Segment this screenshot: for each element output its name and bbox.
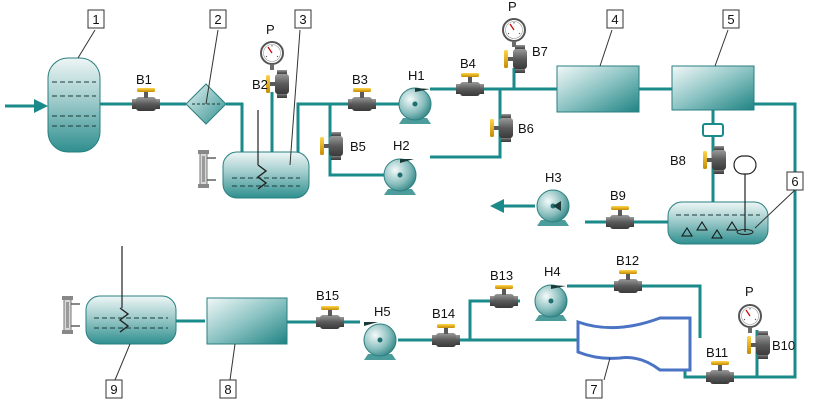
label-b15: В15 — [316, 288, 339, 303]
leader-4 — [599, 29, 613, 67]
pump-h4 — [534, 284, 568, 322]
label-b2: В2 — [252, 77, 268, 92]
number-3: 3 — [299, 12, 306, 27]
tank-6 — [667, 155, 796, 245]
number-1: 1 — [92, 12, 99, 27]
valve-b3 — [348, 88, 376, 111]
valve-b1 — [132, 88, 160, 111]
valve-b10 — [747, 331, 770, 359]
label-h2: Н2 — [393, 138, 410, 153]
gauge-b10 — [738, 304, 762, 334]
number-4: 4 — [611, 12, 618, 27]
label-b10: В10 — [772, 338, 795, 353]
gauge-b7-label: Р — [508, 0, 517, 14]
pipe-b5-h2 — [328, 104, 384, 177]
label-b1: В1 — [136, 72, 152, 87]
valve-b4 — [456, 73, 484, 96]
pipe-filter-tank3 — [226, 102, 244, 155]
number-6: 6 — [791, 174, 798, 189]
label-h4: Н4 — [544, 264, 561, 279]
valve-b7 — [504, 45, 527, 73]
label-b14: В14 — [432, 306, 455, 321]
leader-8 — [229, 343, 236, 381]
unit-4 — [556, 65, 640, 113]
tank-3 — [197, 29, 310, 199]
ejector-7 — [576, 316, 692, 381]
number-8: 8 — [224, 382, 231, 397]
label-b8: В8 — [670, 153, 686, 168]
label-b11: В11 — [706, 345, 728, 360]
number-7: 7 — [590, 382, 597, 397]
inlet-arrow-icon — [34, 99, 48, 113]
pipe-box5-right-loop — [746, 102, 797, 379]
pump-h5 — [363, 322, 397, 361]
gauge-b10-label: Р — [745, 284, 754, 299]
label-b9: В9 — [610, 188, 626, 203]
filter-2 — [185, 29, 227, 125]
valve-b11 — [706, 361, 734, 384]
valve-b12 — [614, 270, 642, 293]
number-2: 2 — [214, 12, 221, 27]
valve-b14 — [432, 324, 460, 347]
pipe-tank3-h1 — [296, 102, 400, 155]
pump-h3 — [536, 189, 570, 227]
valve-b8 — [703, 146, 726, 174]
number-boxes: 1 2 3 4 5 6 7 8 9 — [87, 9, 804, 399]
valve-b15 — [316, 306, 344, 329]
valve-b2 — [266, 70, 289, 98]
label-h3: Н3 — [545, 170, 562, 185]
number-9: 9 — [110, 382, 117, 397]
label-b6: В6 — [518, 121, 534, 136]
label-h5: Н5 — [374, 304, 391, 319]
pipe-h4-b12 — [567, 284, 702, 338]
label-h1: Н1 — [408, 68, 425, 83]
valve-b13 — [490, 285, 518, 308]
valve-b6 — [490, 114, 513, 142]
leader-5 — [714, 29, 729, 67]
tank-9 — [61, 246, 177, 381]
vessel-1 — [47, 29, 101, 153]
valve-labels: В1 В2 В3 В4 В5 В6 В7 В8 В9 В10 В11 В12 В… — [136, 44, 795, 360]
outlet-arrow-icon — [490, 199, 504, 213]
pump-labels: Н1 Н2 Н3 Н4 Н5 — [374, 68, 562, 319]
pump-h1 — [398, 87, 432, 125]
number-5: 5 — [727, 12, 734, 27]
label-b3: В3 — [352, 72, 368, 87]
pump-h2 — [383, 158, 417, 196]
pipe-h2-b6 — [430, 89, 502, 159]
label-b12: В12 — [616, 253, 639, 268]
label-b7: В7 — [532, 44, 548, 59]
label-b4: В4 — [460, 56, 476, 71]
gauge-b7 — [502, 18, 526, 48]
coupling-below-5 — [702, 123, 724, 137]
unit-8 — [206, 297, 288, 345]
gauge-b2 — [260, 41, 284, 71]
label-b5: В5 — [350, 139, 366, 154]
gauge-b2-label: Р — [266, 22, 275, 37]
unit-5 — [671, 65, 755, 111]
valve-b9 — [606, 206, 634, 229]
label-b13: В13 — [490, 268, 513, 283]
valve-b5 — [320, 132, 343, 160]
